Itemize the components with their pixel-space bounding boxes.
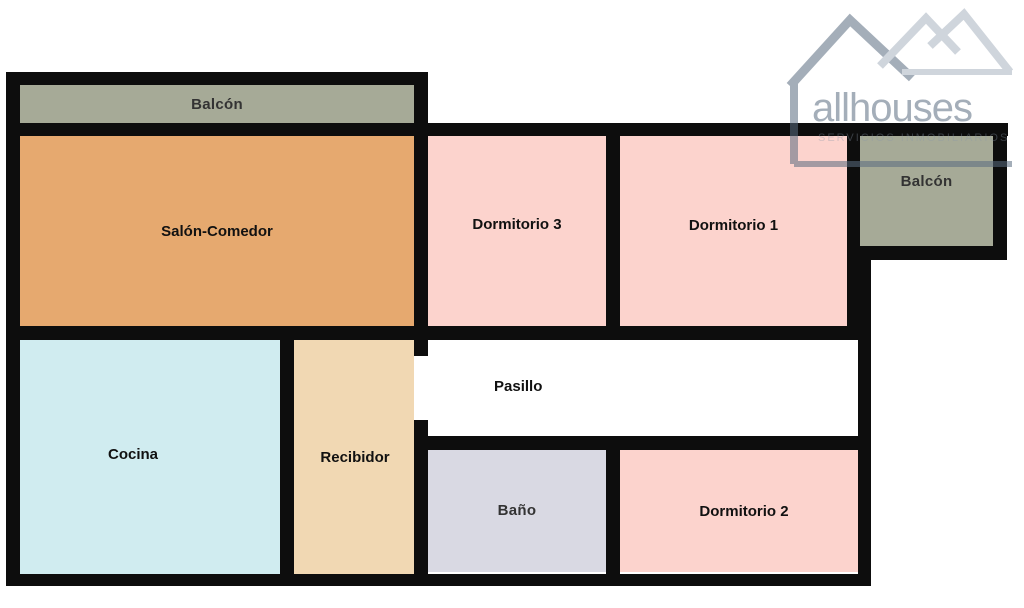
room-label-cocina: Cocina: [108, 445, 159, 463]
room-label-dormitorio-2: Dormitorio 2: [699, 502, 789, 520]
wall: [414, 326, 428, 356]
room-cocina: Cocina: [20, 340, 280, 574]
wall: [858, 246, 871, 586]
wall: [847, 123, 860, 340]
wall: [847, 246, 1007, 260]
brand-tagline: SERVICIOS INMOBILIARIOS: [818, 132, 1010, 144]
wall: [414, 420, 428, 586]
house-roof-icon: [786, 8, 1014, 167]
room-label-bano: Baño: [497, 501, 537, 519]
room-label-dormitorio-3: Dormitorio 3: [472, 215, 562, 233]
room-dormitorio-3: Dormitorio 3: [428, 136, 606, 326]
room-label-salon-comedor: Salón-Comedor: [161, 222, 273, 240]
room-dormitorio-2: Dormitorio 2: [620, 450, 860, 572]
room-label-pasillo: Pasillo: [494, 377, 543, 395]
wall: [280, 326, 294, 586]
wall: [606, 123, 620, 340]
wall: [993, 123, 1007, 260]
room-bano: Baño: [428, 450, 606, 572]
room-label-balcon-top: Balcón: [191, 95, 243, 113]
wall: [6, 123, 428, 136]
wall: [414, 436, 871, 450]
room-salon-comedor: Salón-Comedor: [20, 136, 414, 326]
wall: [6, 574, 871, 586]
room-label-dormitorio-1: Dormitorio 1: [688, 216, 779, 234]
room-label-recibidor: Recibidor: [320, 448, 390, 466]
room-balcon-top: Balcón: [20, 85, 414, 123]
wall: [6, 72, 428, 85]
wall: [6, 326, 870, 340]
brand-logo-text: allhouses: [812, 86, 973, 130]
wall: [414, 72, 428, 136]
room-pasillo: Pasillo: [428, 340, 858, 436]
room-recibidor: Recibidor: [294, 340, 414, 574]
wall: [414, 123, 428, 340]
room-label-balcon-right: Balcón: [900, 172, 953, 190]
wall: [606, 436, 620, 586]
